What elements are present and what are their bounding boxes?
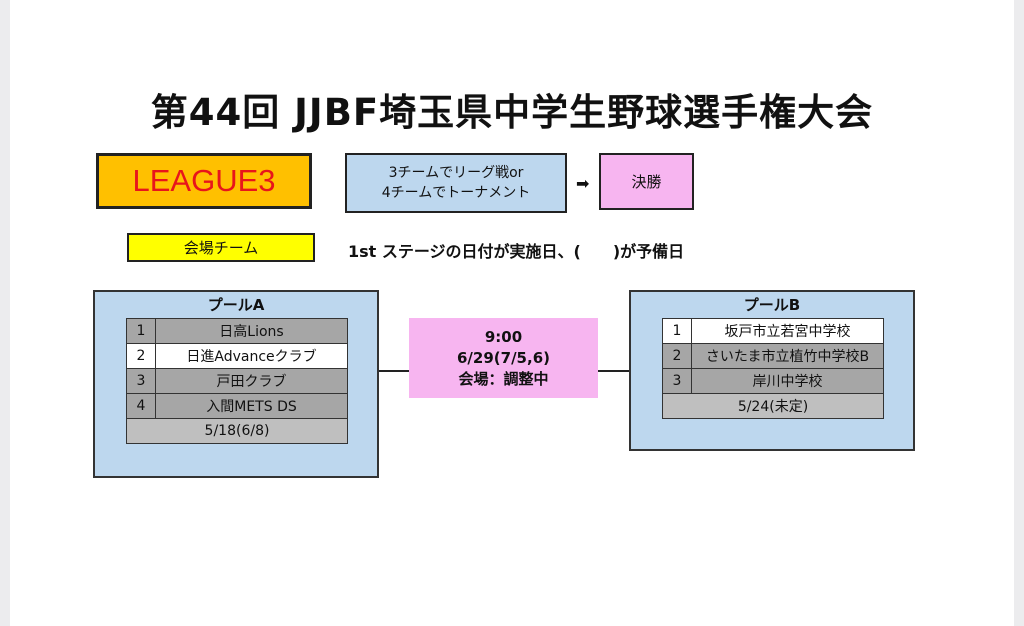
table-row: 5/18(6/8) [126, 418, 348, 444]
final-match-date: 6/29(7/5,6) [457, 348, 550, 367]
team-name: 入間METS DS [155, 393, 348, 419]
document-page: 第44回 JJBF埼玉県中学生野球選手権大会 LEAGUE3 3チームでリーグ戦… [10, 0, 1014, 626]
final-match-venue: 会場：調整中 [458, 369, 549, 388]
format-line-1: 3チームでリーグ戦or [388, 165, 524, 181]
pool-b-date: 5/24(未定) [662, 393, 884, 419]
final-match-time: 9:00 [484, 327, 523, 346]
table-row: 1 坂戸市立若宮中学校 [662, 318, 884, 344]
pool-b-team-table: 1 坂戸市立若宮中学校 2 さいたま市立植竹中学校B 3 岸川中学校 5/24(… [662, 318, 884, 419]
pool-a: プールA 1 日高Lions 2 日進Advanceクラブ 3 戸田クラブ 4 … [93, 290, 379, 478]
format-description: 3チームでリーグ戦or 4チームでトーナメント [345, 153, 567, 213]
table-row: 1 日高Lions [126, 318, 348, 344]
team-name: 戸田クラブ [155, 368, 348, 394]
table-row: 5/24(未定) [662, 393, 884, 419]
table-row: 2 さいたま市立植竹中学校B [662, 343, 884, 369]
team-number: 4 [126, 393, 156, 419]
pool-a-date: 5/18(6/8) [126, 418, 348, 444]
team-name: 日高Lions [155, 318, 348, 344]
team-name: 坂戸市立若宮中学校 [691, 318, 884, 344]
team-number: 2 [662, 343, 692, 369]
team-name: 日進Advanceクラブ [155, 343, 348, 369]
league-label: LEAGUE3 [96, 153, 312, 209]
table-row: 3 戸田クラブ [126, 368, 348, 394]
table-row: 4 入間METS DS [126, 393, 348, 419]
pool-a-team-table: 1 日高Lions 2 日進Advanceクラブ 3 戸田クラブ 4 入間MET… [126, 318, 348, 444]
connector-line-left [379, 370, 409, 372]
pool-a-title: プールA [207, 296, 265, 314]
team-name: さいたま市立植竹中学校B [691, 343, 884, 369]
table-row: 2 日進Advanceクラブ [126, 343, 348, 369]
final-label: 決勝 [599, 153, 694, 210]
team-number: 2 [126, 343, 156, 369]
stage-note: 1st ステージの日付が実施日、( )が予備日 [348, 242, 685, 261]
team-number: 3 [662, 368, 692, 394]
venue-team-legend: 会場チーム [127, 233, 315, 262]
team-name: 岸川中学校 [691, 368, 884, 394]
pool-b-title: プールB [743, 296, 801, 314]
pool-b: プールB 1 坂戸市立若宮中学校 2 さいたま市立植竹中学校B 3 岸川中学校 … [629, 290, 915, 451]
team-number: 3 [126, 368, 156, 394]
right-arrow-icon: ➡ [576, 174, 590, 193]
table-row: 3 岸川中学校 [662, 368, 884, 394]
final-match-info: 9:00 6/29(7/5,6) 会場：調整中 [409, 318, 598, 398]
format-line-2: 4チームでトーナメント [381, 185, 531, 201]
team-number: 1 [662, 318, 692, 344]
team-number: 1 [126, 318, 156, 344]
connector-line-right [598, 370, 629, 372]
tournament-title: 第44回 JJBF埼玉県中学生野球選手権大会 [150, 91, 874, 134]
